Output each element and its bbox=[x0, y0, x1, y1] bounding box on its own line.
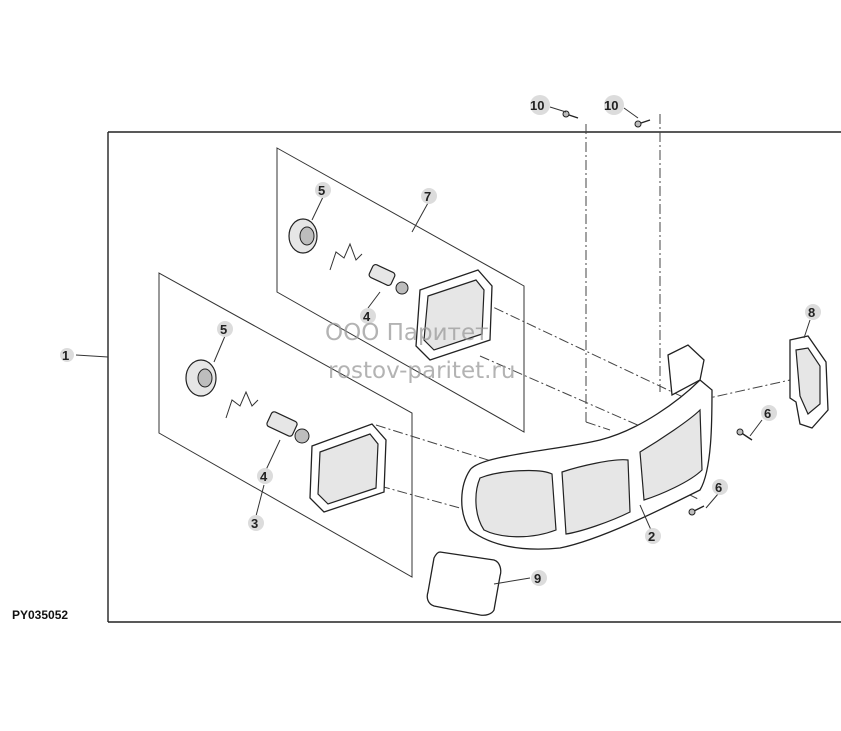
lower-lamp-lens-3 bbox=[309, 423, 387, 513]
bezel-housing-2 bbox=[461, 344, 713, 550]
upper-socket-5 bbox=[288, 218, 318, 254]
callout-10-right-text: 10 bbox=[604, 98, 618, 113]
callout-3: 3 bbox=[248, 515, 264, 531]
callout-6-lower-text: 6 bbox=[715, 480, 722, 495]
callout-5-upper-text: 5 bbox=[318, 183, 325, 198]
screw-10-left bbox=[562, 110, 579, 119]
callout-10-left-text: 10 bbox=[530, 98, 544, 113]
callout-2: 2 bbox=[645, 528, 661, 544]
figure-id: PY035052 bbox=[12, 608, 68, 622]
end-cap-8 bbox=[789, 335, 829, 429]
watermark: ООО Паритет rostov-paritet.ru bbox=[325, 320, 515, 384]
upper-spring-clip bbox=[329, 242, 363, 271]
callout-1-text: 1 bbox=[62, 348, 69, 363]
callout-6-upper: 6 bbox=[761, 405, 777, 421]
callout-4-upper: 4 bbox=[360, 308, 376, 324]
callout-5-lower: 5 bbox=[217, 321, 233, 337]
screw-6-upper bbox=[736, 428, 753, 441]
callout-4-upper-text: 4 bbox=[363, 309, 371, 324]
lower-bulb-4 bbox=[266, 411, 310, 444]
watermark-site: rostov-paritet.ru bbox=[328, 358, 515, 384]
callout-6-lower: 6 bbox=[712, 479, 728, 495]
lower-lamp-panel bbox=[158, 272, 413, 578]
callout-9: 9 bbox=[531, 570, 547, 586]
screw-6-lower bbox=[688, 505, 705, 516]
callout-10-right: 10 bbox=[604, 95, 624, 115]
callout-10-left: 10 bbox=[530, 95, 550, 115]
callout-1: 1 bbox=[60, 348, 74, 363]
callout-6-upper-text: 6 bbox=[764, 406, 771, 421]
lower-socket-5 bbox=[185, 359, 217, 397]
diagram-frame bbox=[107, 131, 841, 623]
callout-2-text: 2 bbox=[648, 529, 655, 544]
screw-10-right bbox=[634, 119, 651, 128]
callout-9-text: 9 bbox=[534, 571, 541, 586]
callout-4-lower-text: 4 bbox=[260, 469, 268, 484]
callout-5-upper: 5 bbox=[315, 182, 331, 198]
callout-7: 7 bbox=[421, 188, 437, 204]
callout-7-text: 7 bbox=[424, 189, 431, 204]
cover-9 bbox=[426, 551, 502, 616]
leader-lines bbox=[75, 106, 811, 585]
callout-4-lower: 4 bbox=[257, 468, 273, 484]
upper-lamp-panel bbox=[276, 147, 525, 433]
watermark-company: ООО Паритет bbox=[325, 320, 489, 346]
upper-lamp-lens-7 bbox=[415, 269, 493, 361]
upper-bulb-4 bbox=[368, 263, 409, 295]
callout-5-lower-text: 5 bbox=[220, 322, 227, 337]
lower-spring-clip bbox=[225, 390, 259, 419]
callout-3-text: 3 bbox=[251, 516, 258, 531]
callout-8: 8 bbox=[805, 304, 821, 320]
callout-8-text: 8 bbox=[808, 305, 815, 320]
